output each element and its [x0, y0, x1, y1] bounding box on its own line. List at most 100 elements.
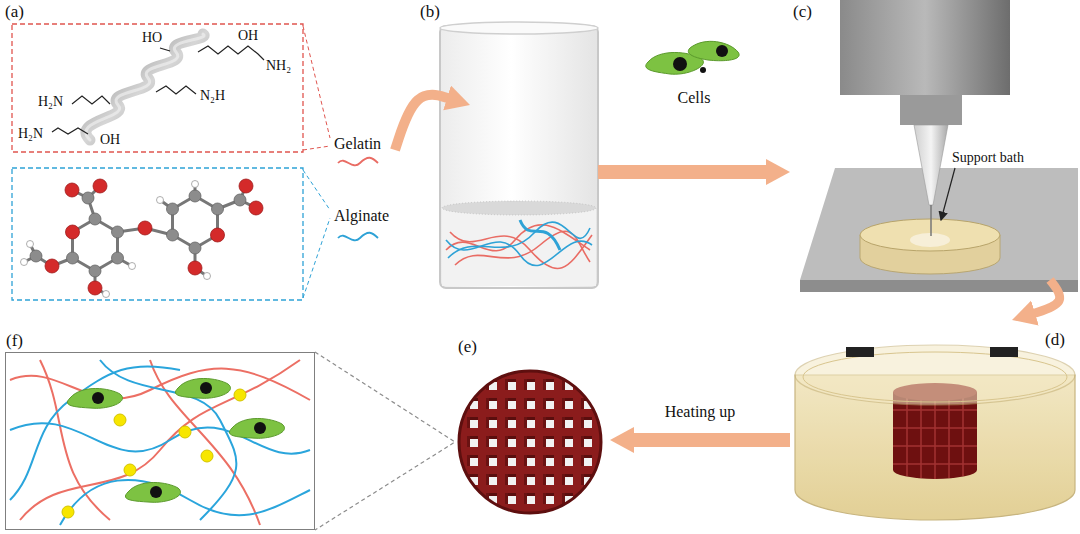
alginate-structure-part: [24, 184, 256, 294]
support-bath-part-part: [893, 463, 977, 465]
grid-scaffold: [458, 370, 602, 514]
alginate-structure: [12, 168, 378, 300]
panel-region: (c): [790, 5, 1075, 280]
alginate-structure-part-part: [112, 226, 124, 238]
alginate-structure-part-part: [73, 219, 118, 271]
network-detail-part-part: [175, 379, 230, 399]
panel-letter: (b): [420, 2, 440, 22]
cells-icon: [646, 41, 739, 74]
gelatin-structure-part: [156, 86, 196, 94]
beaker-part-part: [450, 232, 592, 269]
alginate-structure-part-part: [129, 263, 136, 270]
process-arrow: [598, 165, 770, 179]
alginate-structure-part-part: [239, 179, 253, 193]
grid-scaffold-part: [459, 371, 601, 513]
support-bath-part-part: [920, 394, 922, 478]
support-bath-part-part: [893, 427, 977, 429]
panel-letter: (a): [5, 2, 24, 22]
panel-letter: (c): [793, 2, 812, 22]
alginate-structure-part: [338, 233, 378, 241]
chem-label: H₂N: [18, 126, 43, 142]
support-bath-part: [803, 352, 1067, 402]
network-detail-part-part: [201, 450, 213, 462]
alginate-structure-part-part: [82, 192, 94, 204]
gelatin-structure-part: [86, 34, 204, 140]
material-label: Alginate: [334, 206, 389, 225]
alginate-structure-part: [12, 168, 303, 300]
support-bath-part: [846, 347, 874, 357]
printer-part: [900, 95, 962, 125]
panel-region: (a): [5, 5, 395, 305]
alginate-structure-part: [303, 170, 330, 210]
alginate-structure-part-part: [65, 183, 79, 197]
printer-part: [800, 168, 1078, 280]
network-detail-part-part: [229, 419, 284, 439]
chem-label: OH: [100, 132, 120, 148]
network-detail-part-part: [200, 382, 212, 394]
alginate-structure-part: [303, 218, 330, 298]
alginate-structure-part-part: [157, 197, 164, 204]
gelatin-structure-part: [72, 96, 110, 104]
printer-part: [840, 0, 1010, 95]
alginate-structure-part-part: [211, 228, 225, 242]
network-detail-part-part: [150, 486, 162, 498]
beaker: [440, 22, 598, 288]
network-detail-part-part: [125, 483, 180, 503]
network-detail-part-part: [179, 426, 191, 438]
network-detail-part-part: [254, 422, 266, 434]
chem-label: H₂N: [38, 94, 63, 110]
alginate-structure-part-part: [167, 203, 179, 215]
support-bath-part-part: [948, 394, 950, 478]
process-arrow: [630, 433, 790, 447]
edge-label: Cells: [676, 88, 713, 107]
grid-scaffold-part: [458, 370, 602, 514]
alginate-structure-part-part: [188, 261, 202, 275]
edge-label: Heating up: [663, 402, 738, 421]
gelatin-structure-part: [86, 34, 204, 140]
alginate-structure-part-part: [189, 242, 201, 254]
alginate-structure-part-part: [112, 252, 124, 264]
chem-label: OH: [238, 28, 258, 44]
beaker-part-part: [448, 222, 590, 258]
alginate-structure-part-part: [167, 229, 179, 241]
gelatin-structure-part: [338, 158, 378, 166]
gelatin-structure-part: [160, 48, 170, 51]
panel-letter: (d): [1045, 330, 1065, 350]
gelatin-structure-part: [52, 128, 88, 134]
detail-box: (f): [5, 352, 315, 530]
alginate-structure-part-part: [189, 190, 201, 202]
network-detail-part: [62, 389, 246, 518]
network-detail: [10, 360, 310, 525]
beaker-part: [442, 201, 596, 215]
cells-icon-part: [716, 45, 728, 57]
printer-part: [800, 280, 1078, 292]
chem-label: HO: [142, 30, 162, 46]
callout-label: Support bath: [952, 150, 1024, 166]
beaker-part: [440, 22, 598, 34]
support-bath-part: [990, 347, 1018, 357]
material-label: Gelatin: [334, 134, 381, 153]
alginate-structure-part-part: [173, 196, 218, 248]
alginate-structure-part: [45, 179, 263, 295]
network-detail-part-part: [234, 389, 246, 401]
panel-region: (b): [470, 20, 598, 290]
alginate-structure-part-part: [192, 181, 199, 188]
alginate-structure-part-part: [234, 194, 246, 206]
network-detail-part-part: [92, 392, 104, 404]
alginate-structure-part: [21, 181, 211, 298]
panel-letter: (e): [458, 337, 477, 357]
support-bath: [795, 345, 1075, 520]
alginate-structure-part-part: [249, 201, 263, 215]
printer-part: [914, 125, 948, 205]
support-bath-part-part: [893, 409, 977, 411]
chem-label: NH₂: [266, 58, 291, 74]
gelatin-structure: [12, 24, 378, 165]
network-detail-part-part: [124, 464, 136, 476]
chem-label: N₂H: [200, 88, 225, 104]
printer-part: [910, 233, 950, 247]
network-detail-part-part: [62, 506, 74, 518]
alginate-structure-part-part: [89, 265, 101, 277]
support-bath-part-part: [893, 445, 977, 447]
